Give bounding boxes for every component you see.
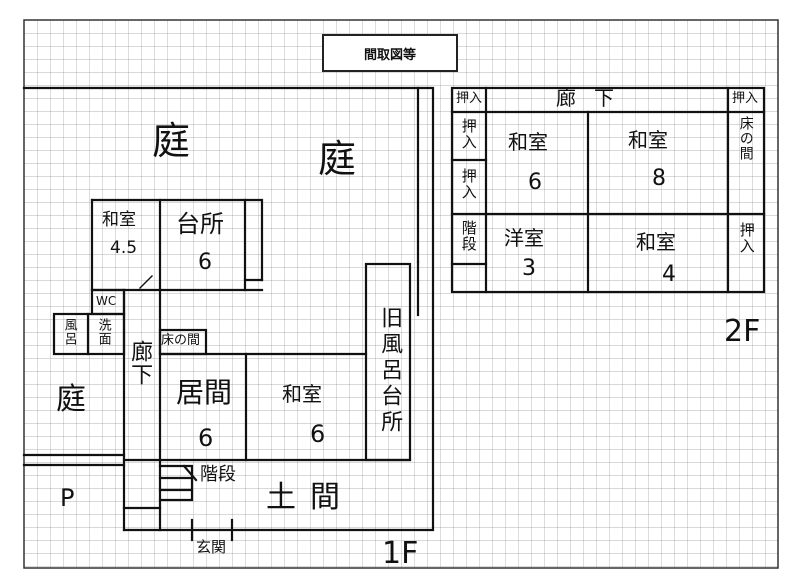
closet-2f-left-upper: 押入 — [459, 118, 478, 150]
corridor-1f-label: 廊下 — [127, 340, 153, 386]
room-doma-label: 土間 — [266, 480, 354, 515]
garden-label-top-left: 庭 — [152, 119, 191, 163]
room-2f-washitsu-6-size: 6 — [528, 170, 542, 195]
room-kitchen-name: 台所 — [176, 210, 224, 238]
entrance-label: 玄関 — [196, 538, 227, 556]
closet-2f-top-right: 押入 — [732, 91, 759, 106]
page-title: 間取図等 — [322, 34, 458, 72]
garden-label-top-right: 庭 — [318, 137, 357, 181]
room-bath-label: 風呂 — [61, 318, 77, 346]
walls-1f — [22, 86, 435, 542]
room-living-size: 6 — [198, 424, 214, 452]
garden-label-left: 庭 — [56, 382, 86, 417]
room-washroom-label: 洗面 — [95, 318, 111, 346]
room-wc-label: WC — [96, 294, 117, 308]
stairs-2f-label: 階段 — [459, 220, 478, 252]
tokonoma-2f-label: 床の間 — [737, 116, 754, 161]
tokonoma-1f-label: 床の間 — [161, 333, 201, 348]
stairs-1f-label: 階段 — [200, 464, 236, 485]
room-living-name: 居間 — [176, 376, 233, 409]
closet-2f-top-left: 押入 — [456, 91, 483, 106]
room-washitsu-4-5-size: 4.5 — [110, 238, 138, 258]
closet-2f-left-lower: 押入 — [459, 168, 478, 200]
room-2f-washitsu-4-name: 和室 — [636, 230, 676, 254]
room-washitsu-6-name: 和室 — [282, 382, 322, 406]
room-old-bath-kitchen-label: 旧風呂台所 — [377, 306, 403, 436]
room-2f-washitsu-8-size: 8 — [652, 166, 666, 191]
room-2f-washitsu-6-name: 和室 — [508, 130, 548, 154]
corridor-2f-label: 廊下 — [556, 86, 632, 110]
floor-label-1f: 1F — [382, 536, 419, 571]
room-2f-yoshitsu-size: 3 — [522, 256, 536, 281]
room-2f-washitsu-4-size: 4 — [662, 262, 676, 287]
walls-2f — [450, 86, 766, 294]
room-kitchen-size: 6 — [198, 250, 212, 275]
floor-label-2f: 2F — [724, 314, 761, 349]
room-2f-washitsu-8-name: 和室 — [628, 128, 668, 152]
parking-label: P — [60, 484, 75, 512]
room-2f-yoshitsu-name: 洋室 — [504, 226, 544, 250]
room-washitsu-4-5-name: 和室 — [102, 210, 136, 230]
closet-2f-right-lower: 押入 — [737, 222, 756, 254]
graph-paper — [23, 19, 779, 569]
room-washitsu-6-size: 6 — [310, 420, 326, 448]
